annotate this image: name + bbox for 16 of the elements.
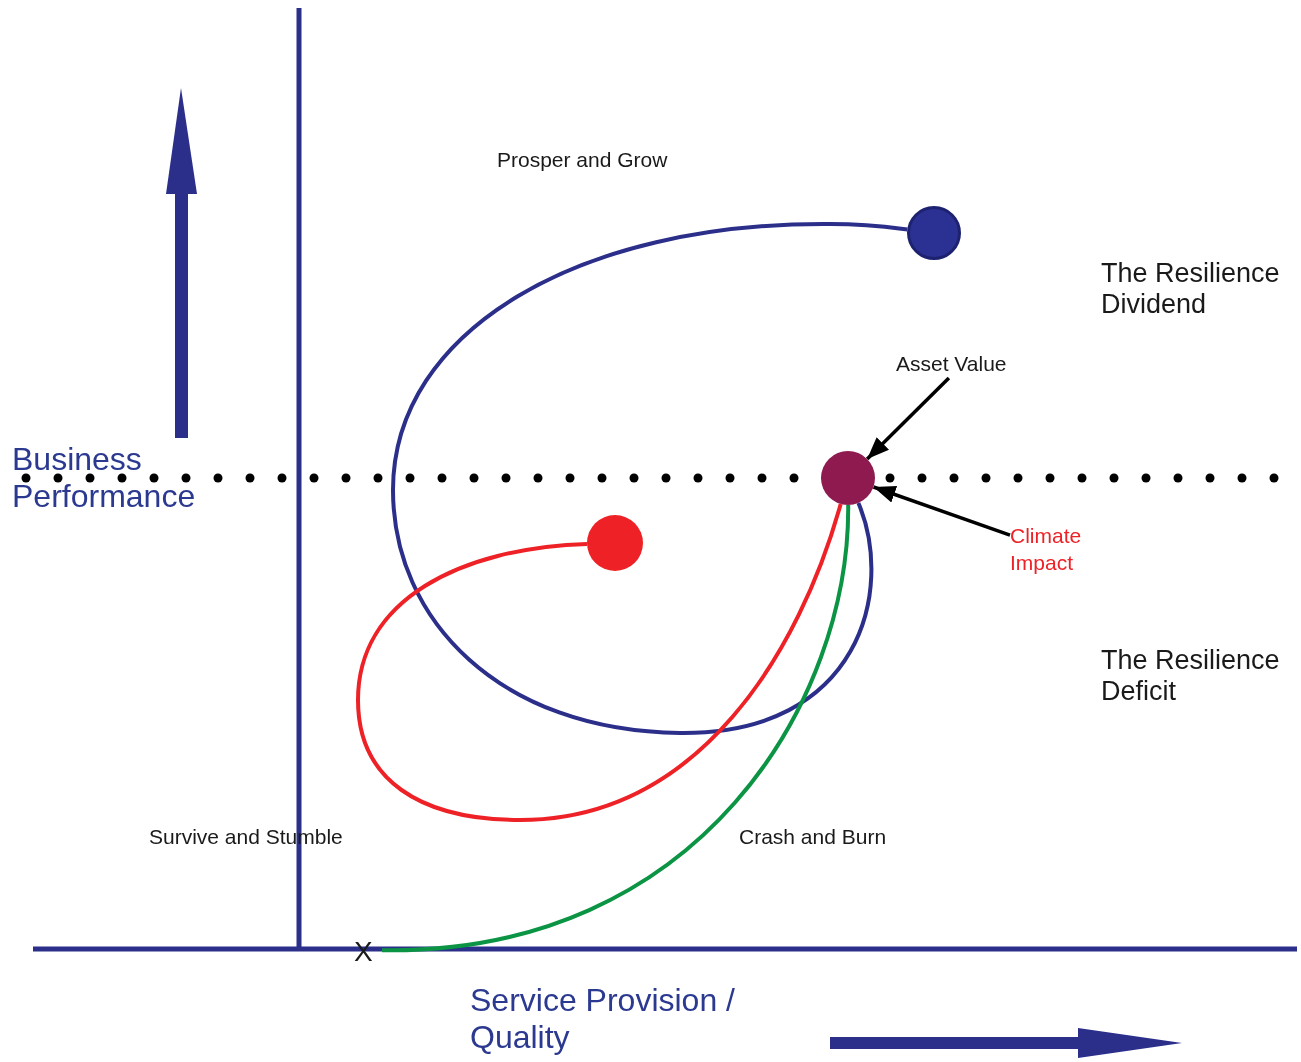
region-label: Crash and Burn bbox=[739, 825, 887, 850]
marker-dot bbox=[821, 451, 875, 505]
callout-text: Climate Impact bbox=[1010, 522, 1100, 580]
axis-label: Business Performance bbox=[12, 441, 197, 515]
arrow bbox=[865, 376, 951, 461]
trajectory-curve bbox=[381, 504, 851, 953]
marker-dot bbox=[587, 515, 643, 571]
region-label: The Resilience Dividend bbox=[1101, 258, 1281, 321]
axis-label: Service Provision / Quality bbox=[470, 982, 736, 1056]
marker-dot bbox=[907, 206, 961, 260]
arrow bbox=[872, 485, 1011, 537]
trajectory-curve bbox=[391, 222, 908, 735]
region-label: The Resilience Deficit bbox=[1101, 645, 1281, 708]
region-label: Prosper and Grow bbox=[497, 148, 668, 173]
trajectory-curve bbox=[356, 503, 843, 822]
callout-text: Asset Value bbox=[896, 350, 1030, 378]
